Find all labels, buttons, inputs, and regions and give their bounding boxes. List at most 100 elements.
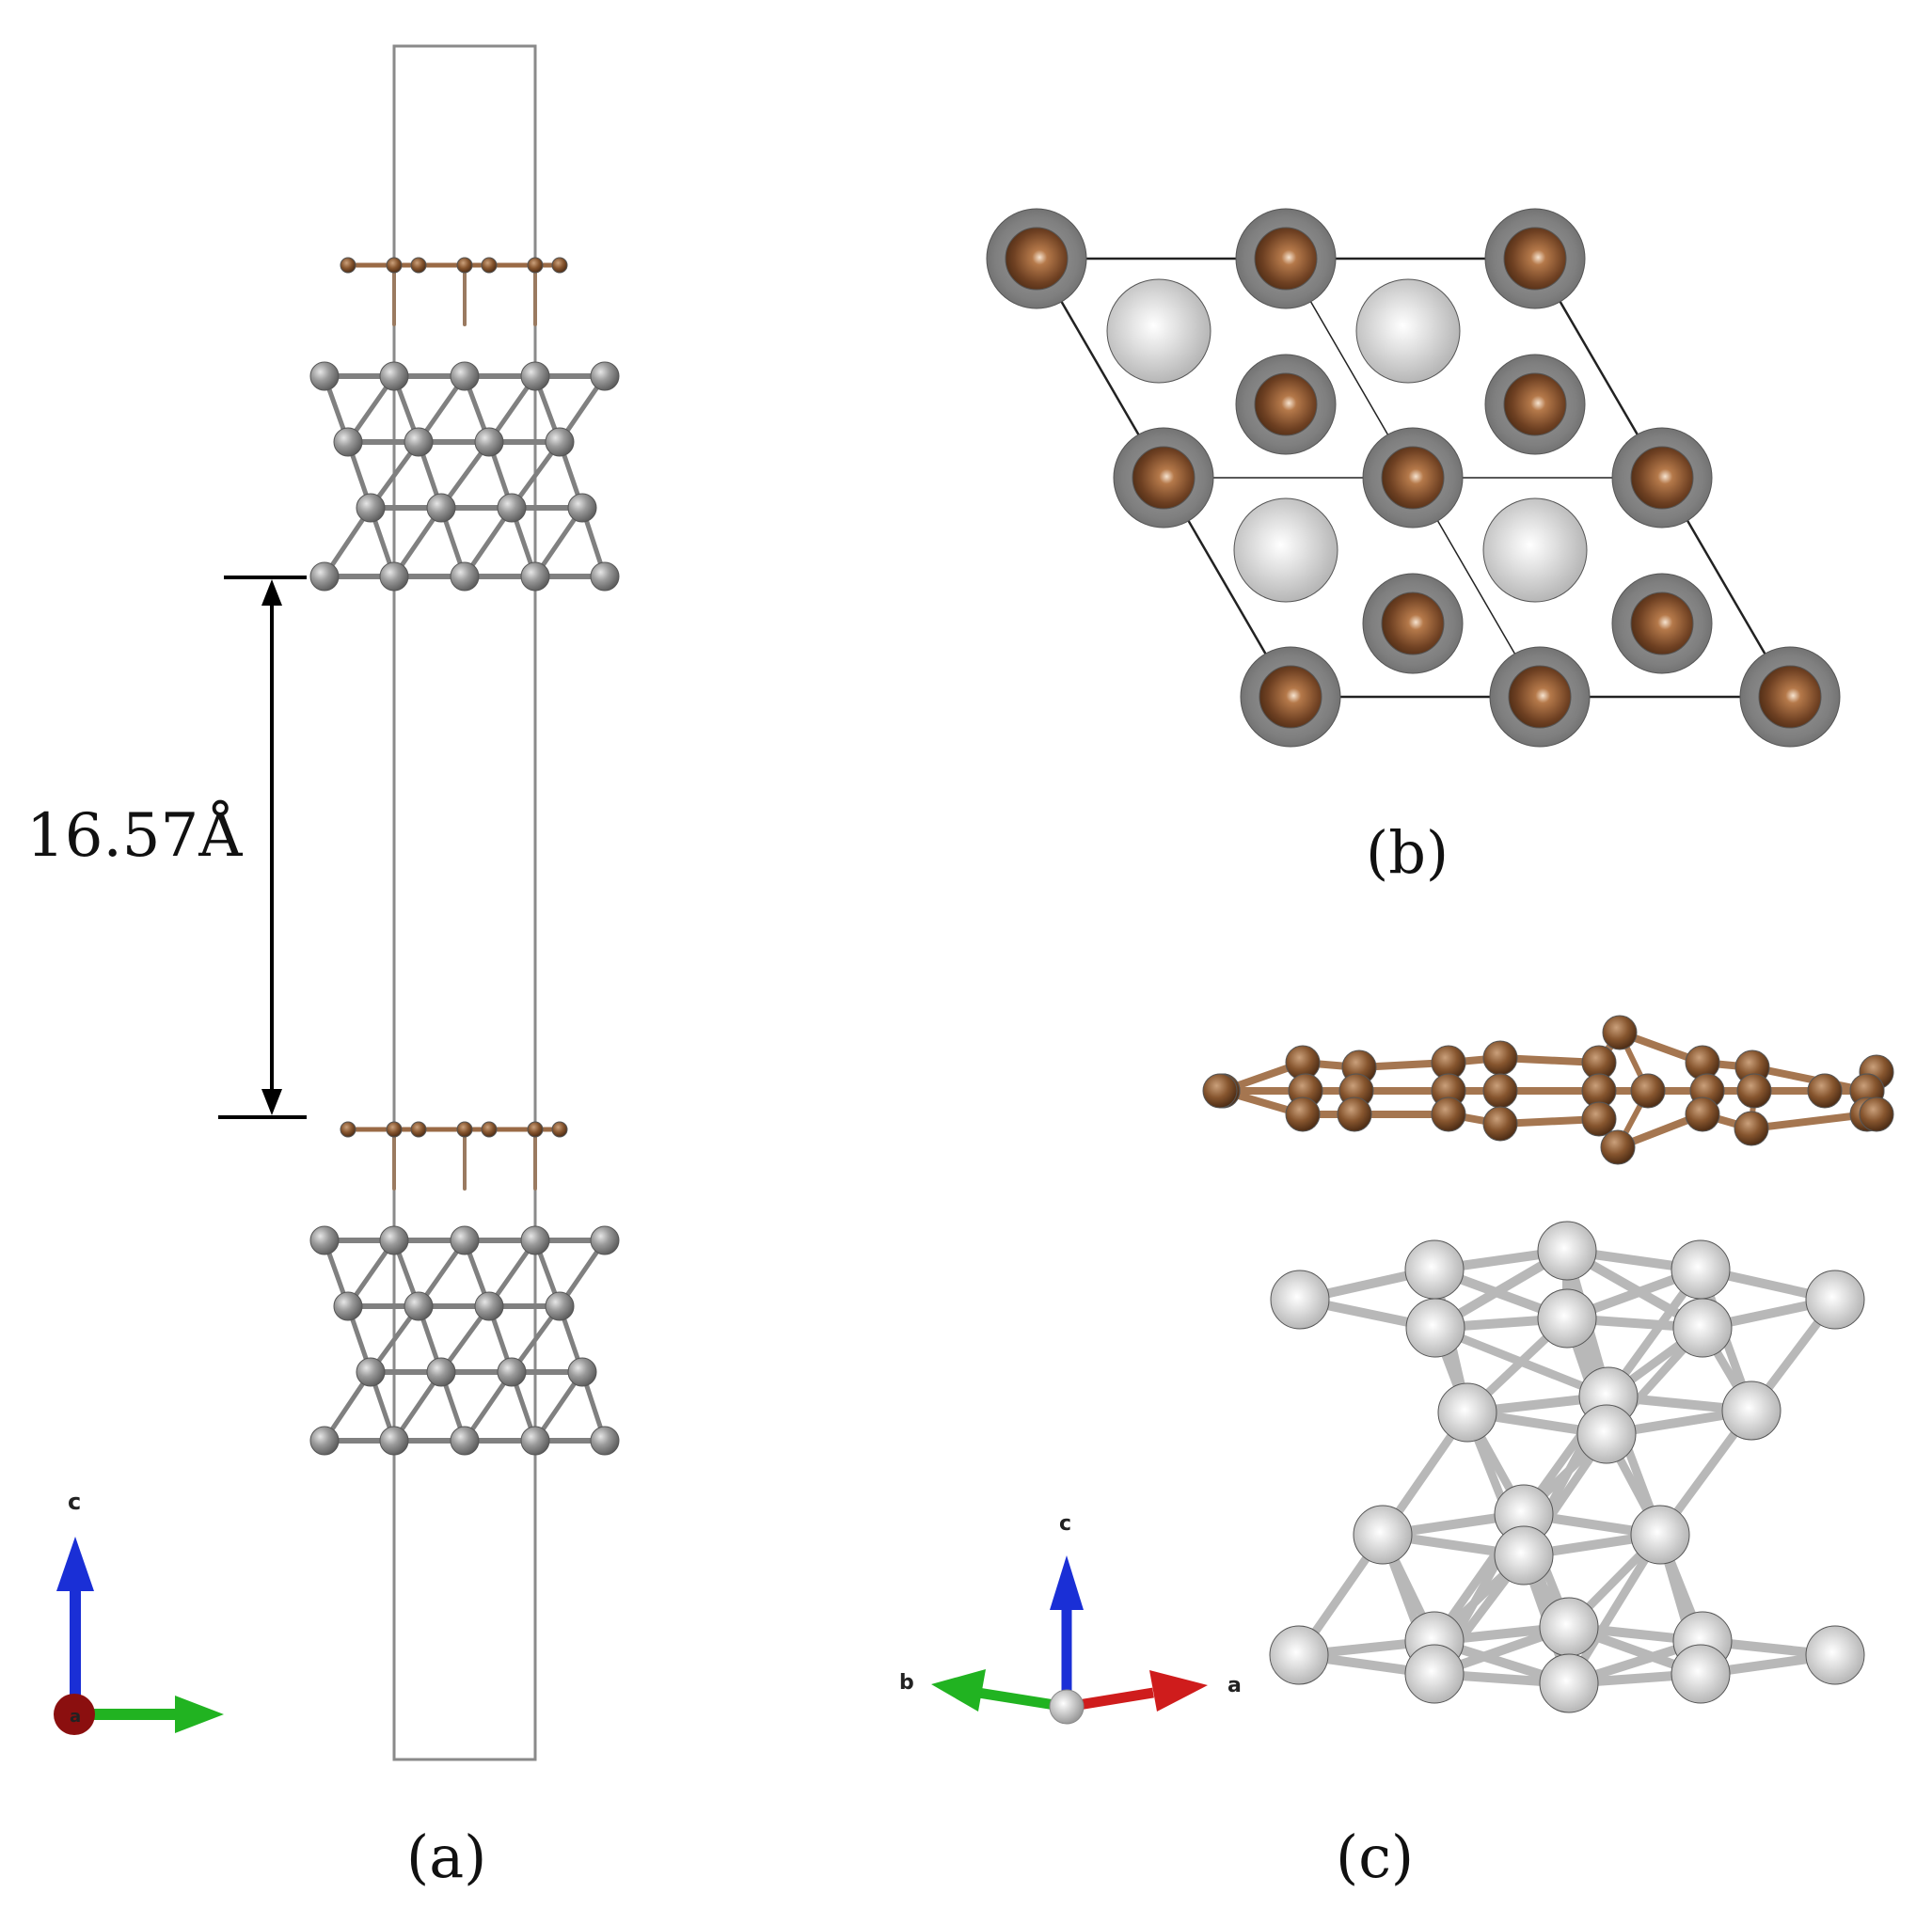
metal-atom bbox=[309, 561, 340, 592]
metal-atom bbox=[309, 361, 340, 391]
metal-atom bbox=[426, 1357, 456, 1387]
metal-atom bbox=[1437, 1382, 1497, 1443]
axis-a-end bbox=[54, 1694, 95, 1735]
cu-atom bbox=[1807, 1073, 1843, 1109]
cu-atom bbox=[527, 1121, 544, 1138]
cu-atom bbox=[1630, 1073, 1666, 1109]
metal-atom bbox=[333, 427, 363, 457]
cu-atom bbox=[1503, 227, 1567, 291]
metal-atom bbox=[404, 427, 434, 457]
metal-atom bbox=[1630, 1505, 1690, 1565]
metal-atom bbox=[1672, 1298, 1733, 1358]
metal-atom bbox=[356, 1357, 386, 1387]
panel-b-label: (b) bbox=[1366, 818, 1449, 887]
cu-atom bbox=[340, 257, 356, 274]
cu-atom bbox=[1482, 1106, 1518, 1142]
metal-atom bbox=[1404, 1239, 1465, 1300]
cu-atom bbox=[551, 257, 568, 274]
cu-atom bbox=[1736, 1073, 1772, 1109]
cu-atom bbox=[456, 257, 473, 274]
metal-atom bbox=[1494, 1525, 1554, 1586]
cu-atom bbox=[1132, 446, 1196, 510]
cu-atom bbox=[481, 257, 498, 274]
cu-atom bbox=[481, 1121, 498, 1138]
cu-atom bbox=[1482, 1073, 1518, 1109]
axis-b-arrow bbox=[175, 1696, 224, 1733]
metal-atom bbox=[1539, 1597, 1599, 1657]
cu-atom bbox=[386, 1121, 403, 1138]
metal-atom bbox=[333, 1291, 363, 1321]
metal-atom bbox=[590, 1225, 620, 1255]
cu-atom bbox=[1630, 592, 1694, 655]
unit-cell-box bbox=[392, 44, 537, 1761]
metal-atom bbox=[450, 361, 480, 391]
metal-atom bbox=[404, 1291, 434, 1321]
metal-atom bbox=[1805, 1625, 1865, 1685]
axis-triad-c: c a b bbox=[899, 1512, 1242, 1725]
metal-atom bbox=[590, 561, 620, 592]
cu-atom bbox=[1602, 1015, 1638, 1050]
cu-atom bbox=[1859, 1097, 1894, 1132]
cu-atom bbox=[1758, 665, 1822, 729]
panel-a-label: (a) bbox=[406, 1822, 486, 1891]
axis-b-arrow bbox=[931, 1669, 986, 1712]
metal-atom bbox=[497, 493, 527, 523]
cu-atom bbox=[1581, 1101, 1617, 1137]
cu-atom bbox=[1685, 1097, 1720, 1132]
axis-c-label: c bbox=[68, 1489, 81, 1515]
cu-atom bbox=[1431, 1097, 1466, 1132]
cu-atom bbox=[386, 257, 403, 274]
metal-atom bbox=[590, 361, 620, 391]
metal-atom bbox=[1805, 1270, 1865, 1330]
panel-c: c a b (c) bbox=[899, 1015, 1894, 1891]
axis-c-arrow bbox=[56, 1537, 94, 1591]
metal-atom bbox=[1539, 1653, 1599, 1713]
metal-atom bbox=[520, 1225, 550, 1255]
metal-atom bbox=[1671, 1644, 1731, 1704]
metal-atom bbox=[497, 1357, 527, 1387]
cu-atom bbox=[1202, 1073, 1238, 1109]
cu-atom bbox=[410, 1121, 427, 1138]
cu-atom bbox=[1503, 372, 1567, 436]
metal-atom bbox=[474, 427, 504, 457]
cu-atom bbox=[1254, 227, 1318, 291]
panel-c-label: (c) bbox=[1336, 1822, 1414, 1891]
cu-bond bbox=[1748, 1111, 1871, 1132]
metal-atom bbox=[309, 1426, 340, 1456]
cu-atom bbox=[551, 1121, 568, 1138]
cu-atom bbox=[1005, 227, 1069, 291]
axis-triad-a: c a bbox=[54, 1489, 224, 1735]
metal-atom bbox=[520, 1426, 550, 1456]
metal-atom bbox=[1269, 1625, 1329, 1685]
metal-atom bbox=[450, 1225, 480, 1255]
panel-a: 16.57Å c a (a) bbox=[26, 44, 620, 1891]
cu-atom bbox=[1734, 1111, 1769, 1146]
cu-atom bbox=[1482, 1040, 1518, 1076]
metal-atom bbox=[545, 427, 575, 457]
slab-bottom bbox=[309, 1121, 620, 1456]
cu-atom bbox=[1259, 665, 1322, 729]
metal-atom bbox=[1405, 1298, 1465, 1358]
metal-atom bbox=[590, 1426, 620, 1456]
metal-atom bbox=[309, 1225, 340, 1255]
distance-label: 16.57Å bbox=[26, 800, 243, 871]
slab-top bbox=[309, 257, 620, 592]
metal-atom bbox=[379, 561, 409, 592]
cu-atom bbox=[410, 257, 427, 274]
cu-bond bbox=[1749, 1064, 1871, 1095]
cu-atom bbox=[340, 1121, 356, 1138]
metal-atom bbox=[356, 493, 386, 523]
metal-atom bbox=[567, 493, 597, 523]
metal-atom bbox=[520, 361, 550, 391]
metal-atom bbox=[426, 493, 456, 523]
axis-c-label: c bbox=[1059, 1512, 1071, 1536]
axis-a-label: a bbox=[70, 1707, 81, 1727]
axis-a-label: a bbox=[1227, 1674, 1242, 1697]
metal-atom-top bbox=[1482, 497, 1588, 603]
metal-atom bbox=[1721, 1381, 1782, 1441]
metal-atom bbox=[474, 1291, 504, 1321]
axis-origin bbox=[1049, 1689, 1085, 1725]
axis-b-label: b bbox=[899, 1671, 914, 1695]
cu-atom bbox=[456, 1121, 473, 1138]
